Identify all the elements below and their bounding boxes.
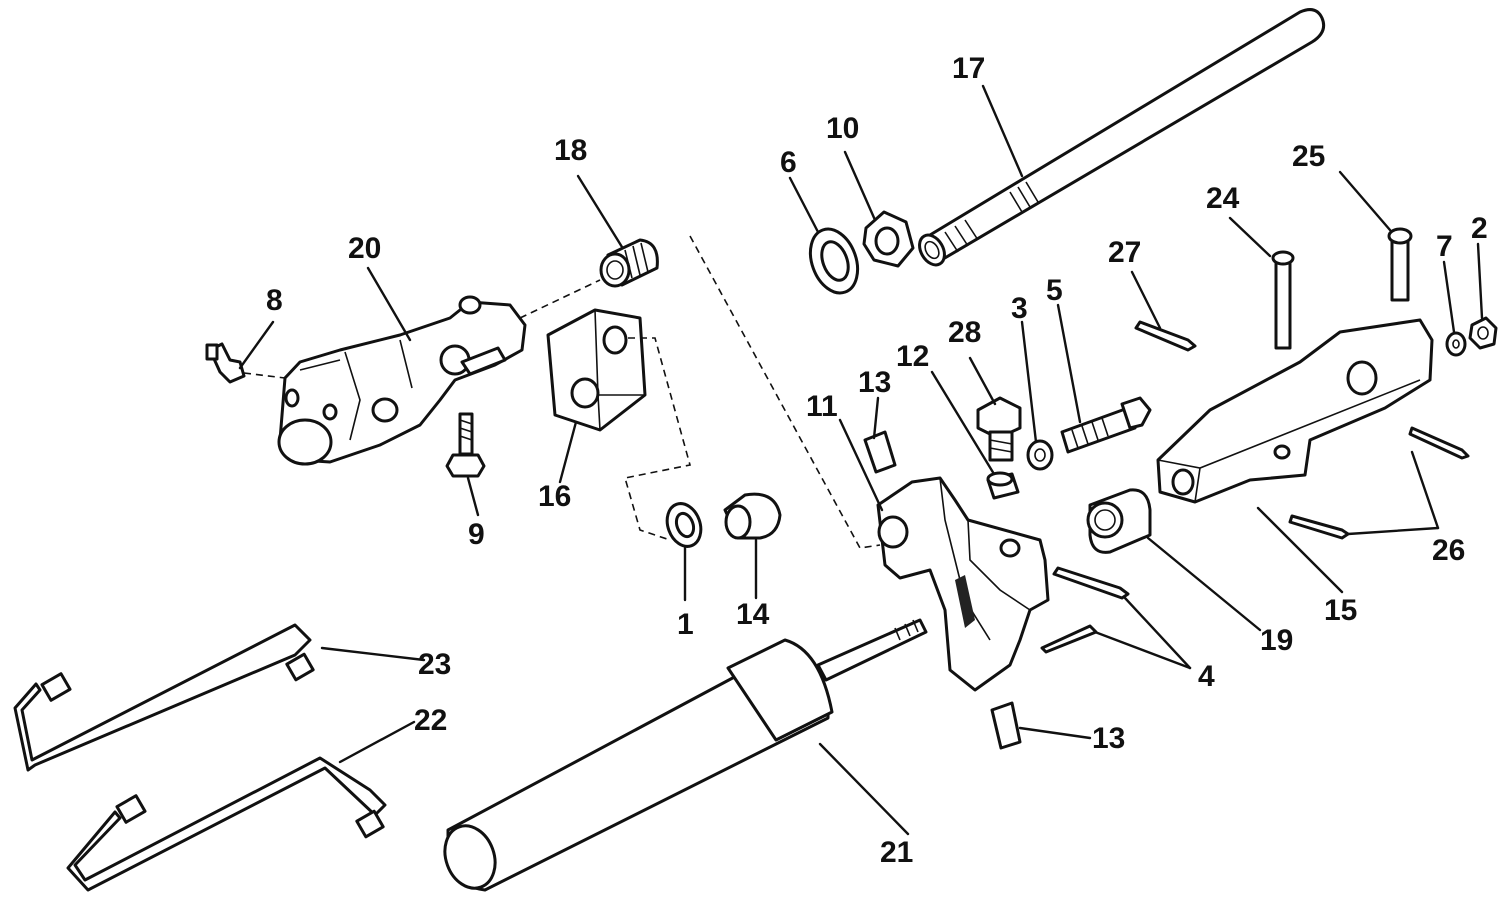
part-13-pin-lower [990,701,1022,750]
part-20-valve [277,295,527,466]
callout-18: 18 [554,134,587,167]
callout-7: 7 [1436,230,1453,263]
callout-2: 2 [1471,212,1488,245]
part-26-cotter-pins [1288,426,1470,540]
callout-14: 14 [736,598,770,631]
part-7-washer [1445,331,1467,357]
part-19-sleeve [1086,488,1152,554]
callout-9: 9 [468,518,485,551]
part-11-steering-bracket [876,476,1050,692]
callout-25: 25 [1292,140,1325,173]
alignment-lines [243,235,881,549]
part-9-bolt [445,412,486,478]
part-16-clevis-block [546,308,647,432]
part-5-bolt [1060,396,1152,454]
callout-3: 3 [1011,292,1028,325]
part-17-tie-bar [918,8,1326,267]
callout-labels: 1 2 3 4 5 6 7 8 9 10 11 12 13 13 14 15 1… [266,52,1488,869]
callout-12: 12 [896,340,929,373]
part-1-lock-washer [665,502,703,548]
part-18-bushing [599,238,659,288]
part-22-hydraulic-line [66,756,387,892]
part-12-spacer [986,471,1020,500]
part-6-lock-washer [808,227,860,295]
part-24-clevis-pin [1271,250,1295,350]
callout-24: 24 [1206,182,1240,215]
callout-23: 23 [418,648,451,681]
callout-5: 5 [1046,274,1063,307]
callout-13a: 13 [858,366,891,399]
callout-28: 28 [948,316,981,349]
part-15-link-arm [1156,318,1434,504]
leader-lines [238,84,1484,836]
callout-21: 21 [880,836,913,869]
part-13-pin-upper [863,430,897,474]
callout-26: 26 [1432,534,1465,567]
part-23-hydraulic-line [13,623,315,772]
callout-20: 20 [348,232,381,265]
callout-19: 19 [1260,624,1293,657]
part-8-elbow-fitting [205,342,246,384]
part-14-acorn-nut [723,492,782,540]
part-27-cotter-pin [1134,320,1197,352]
part-2-nut [1468,316,1498,350]
callout-17: 17 [952,52,985,85]
callout-13b: 13 [1092,722,1125,755]
callout-1: 1 [677,608,694,641]
callout-6: 6 [780,146,797,179]
part-3-washer [1026,439,1054,471]
callout-16: 16 [538,480,571,513]
callout-15: 15 [1324,594,1357,627]
callout-22: 22 [414,704,447,737]
part-28-hex-bolt [976,396,1022,462]
callout-10: 10 [826,112,859,145]
part-10-hex-nut [862,210,915,268]
callout-27: 27 [1108,236,1141,269]
callout-11: 11 [806,390,838,423]
part-21-cylinder [443,618,928,892]
callout-4: 4 [1198,660,1215,693]
callout-8: 8 [266,284,283,317]
part-25-clevis-pin [1387,227,1413,302]
